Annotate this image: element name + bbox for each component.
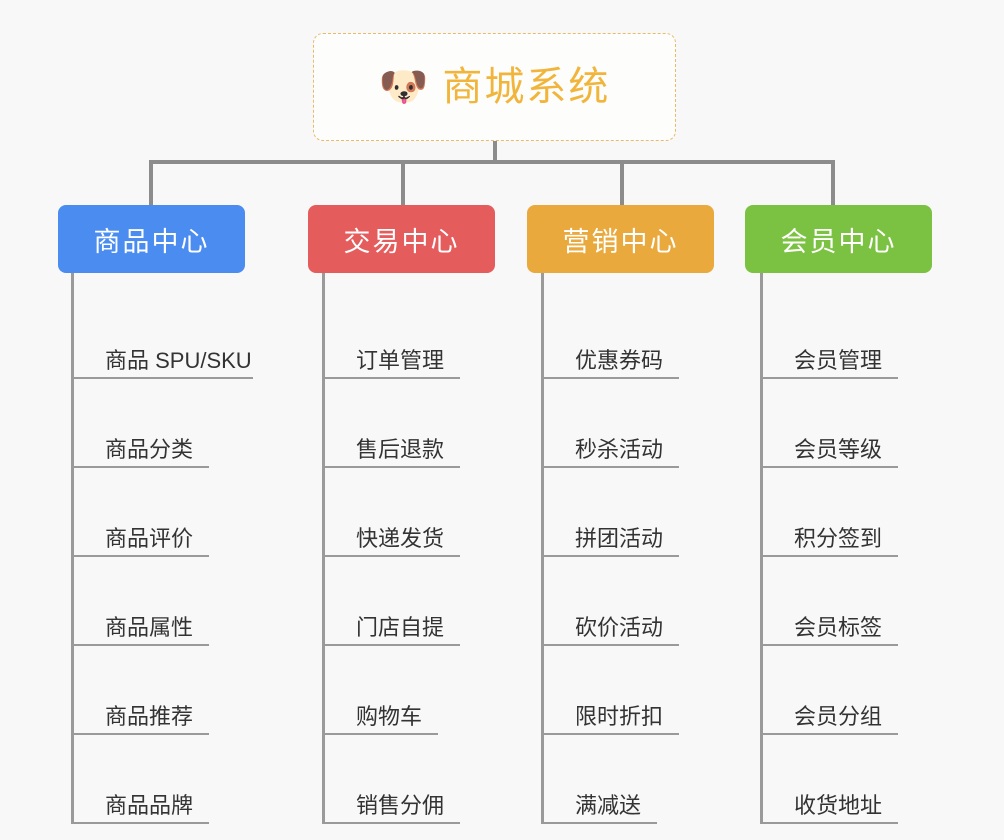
leaf-item-label: 会员分组: [794, 703, 883, 729]
leaf-column-marketing-center: 优惠券码秒杀活动拼团活动砍价活动限时折扣满减送: [541, 273, 736, 824]
branch-label: 会员中心: [780, 226, 897, 257]
leaf-item[interactable]: 满减送: [541, 735, 716, 824]
leaf-item[interactable]: 商品品牌: [71, 735, 286, 824]
leaf-item-underline: [322, 377, 460, 379]
leaf-item-label: 商品推荐: [105, 703, 194, 729]
leaf-item[interactable]: 会员等级: [760, 379, 935, 468]
leaf-item-underline: [541, 466, 679, 468]
leaf-item-underline: [760, 733, 898, 735]
leaf-item-underline: [760, 822, 898, 824]
connector-bus-bar: [149, 160, 833, 164]
leaf-item-label: 售后退款: [356, 436, 445, 462]
leaf-item[interactable]: 拼团活动: [541, 468, 716, 557]
root-node-mall-system[interactable]: 🐶 商城系统: [313, 33, 676, 141]
leaf-item-label: 会员管理: [794, 347, 883, 373]
leaf-item-underline: [760, 466, 898, 468]
leaf-trunk-line: [760, 273, 763, 824]
leaf-item-label: 购物车: [356, 703, 423, 729]
leaf-item[interactable]: 限时折扣: [541, 646, 716, 735]
leaf-item-label: 商品分类: [105, 436, 194, 462]
leaf-item[interactable]: 砍价活动: [541, 557, 716, 646]
leaf-item-label: 满减送: [575, 792, 642, 818]
leaf-item-label: 限时折扣: [575, 703, 664, 729]
leaf-item-label: 门店自提: [356, 614, 445, 640]
leaf-item-label: 销售分佣: [356, 792, 445, 818]
leaf-item-underline: [322, 466, 460, 468]
branch-label: 商品中心: [93, 226, 210, 257]
leaf-item-underline: [322, 822, 460, 824]
leaf-item-label: 积分签到: [794, 525, 883, 551]
leaf-item-label: 秒杀活动: [575, 436, 664, 462]
leaf-item-underline: [541, 377, 679, 379]
leaf-item-underline: [322, 733, 438, 735]
leaf-item-underline: [541, 644, 679, 646]
branch-box-product-center[interactable]: 商品中心: [58, 205, 245, 273]
branch-box-marketing-center[interactable]: 营销中心: [527, 205, 714, 273]
root-node-label: 商城系统: [442, 65, 611, 109]
leaf-item[interactable]: 购物车: [322, 646, 507, 735]
leaf-item-underline: [760, 555, 898, 557]
leaf-item-label: 会员标签: [794, 614, 883, 640]
branch-label: 交易中心: [343, 226, 460, 257]
leaf-column-trade-center: 订单管理售后退款快递发货门店自提购物车销售分佣: [322, 273, 527, 824]
shiba-dog-face-icon: 🐶: [378, 65, 429, 109]
leaf-item-label: 砍价活动: [575, 614, 664, 640]
leaf-item-label: 订单管理: [356, 347, 445, 373]
leaf-item[interactable]: 门店自提: [322, 557, 507, 646]
leaf-item-underline: [71, 377, 253, 379]
leaf-item[interactable]: 收货地址: [760, 735, 935, 824]
leaf-item-underline: [71, 555, 209, 557]
leaf-item[interactable]: 积分签到: [760, 468, 935, 557]
leaf-item[interactable]: 优惠券码: [541, 290, 716, 379]
leaf-item[interactable]: 商品推荐: [71, 646, 286, 735]
leaf-item-underline: [541, 555, 679, 557]
leaf-item-underline: [541, 822, 657, 824]
leaf-item[interactable]: 秒杀活动: [541, 379, 716, 468]
branch-label: 营销中心: [562, 226, 679, 257]
leaf-trunk-line: [322, 273, 325, 824]
leaf-item[interactable]: 商品属性: [71, 557, 286, 646]
connector-drop-product-center: [149, 160, 153, 206]
leaf-item[interactable]: 售后退款: [322, 379, 507, 468]
leaf-item-label: 快递发货: [356, 525, 445, 551]
leaf-item[interactable]: 商品 SPU/SKU: [71, 290, 286, 379]
leaf-item-underline: [541, 733, 679, 735]
leaf-item-underline: [760, 644, 898, 646]
leaf-item[interactable]: 订单管理: [322, 290, 507, 379]
leaf-item-label: 商品 SPU/SKU: [105, 347, 252, 373]
leaf-item[interactable]: 快递发货: [322, 468, 507, 557]
connector-drop-trade-center: [401, 160, 405, 206]
connector-root-stem: [493, 141, 497, 163]
leaf-item-underline: [322, 555, 460, 557]
leaf-item[interactable]: 会员管理: [760, 290, 935, 379]
leaf-column-product-center: 商品 SPU/SKU 商品分类商品评价商品属性商品推荐商品品牌: [71, 273, 306, 824]
leaf-item[interactable]: 商品分类: [71, 379, 286, 468]
leaf-item[interactable]: 商品评价: [71, 468, 286, 557]
branch-box-trade-center[interactable]: 交易中心: [308, 205, 495, 273]
leaf-item-label: 收货地址: [794, 792, 883, 818]
leaf-column-member-center: 会员管理会员等级积分签到会员标签会员分组收货地址: [760, 273, 955, 824]
leaf-item-underline: [71, 466, 209, 468]
leaf-item-underline: [760, 377, 898, 379]
leaf-item-label: 拼团活动: [575, 525, 664, 551]
leaf-item-label: 商品属性: [105, 614, 194, 640]
leaf-item[interactable]: 销售分佣: [322, 735, 507, 824]
branch-box-member-center[interactable]: 会员中心: [745, 205, 932, 273]
leaf-item-label: 优惠券码: [575, 347, 664, 373]
leaf-item-label: 会员等级: [794, 436, 883, 462]
leaf-trunk-line: [541, 273, 544, 824]
leaf-trunk-line: [71, 273, 74, 824]
leaf-item[interactable]: 会员分组: [760, 646, 935, 735]
leaf-item-underline: [71, 644, 209, 646]
connector-drop-member-center: [831, 160, 835, 206]
leaf-item-label: 商品品牌: [105, 792, 194, 818]
leaf-item-underline: [71, 733, 209, 735]
leaf-item-label: 商品评价: [105, 525, 194, 551]
leaf-item[interactable]: 会员标签: [760, 557, 935, 646]
connector-drop-marketing-center: [620, 160, 624, 206]
leaf-item-underline: [71, 822, 209, 824]
leaf-item-underline: [322, 644, 460, 646]
